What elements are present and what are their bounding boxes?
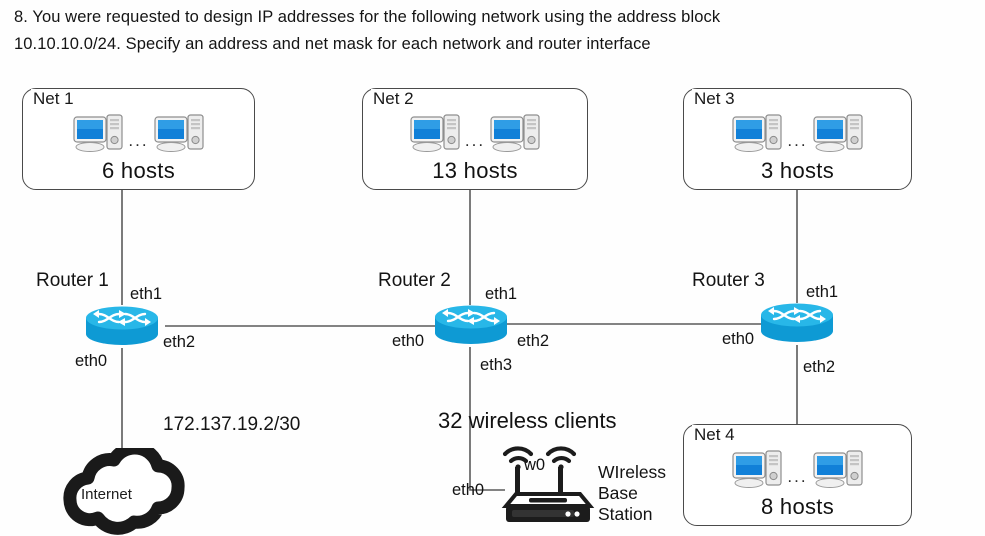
router1-eth2-label: eth2 — [163, 333, 196, 351]
net3-hosts-label: 3 hosts — [760, 158, 835, 183]
net3-host-icons: ... — [684, 109, 911, 161]
net4-hosts-label: 8 hosts — [760, 494, 835, 519]
wifi-router-glyph — [501, 446, 595, 522]
net4-label: Net 4 — [692, 425, 737, 445]
router1-eth0-label: eth0 — [75, 352, 108, 370]
net4-host-icons: ... — [684, 445, 911, 497]
computer-icon — [490, 114, 540, 152]
router3-eth1-label: eth1 — [806, 283, 839, 301]
question-line-2: 10.10.10.0/24. Specify an address and ne… — [14, 35, 651, 53]
computer-icon — [732, 114, 783, 152]
net2-host-icons: ... — [363, 109, 587, 161]
router2-icon[interactable] — [434, 304, 508, 344]
router2-name: Router 2 — [378, 270, 451, 291]
cloud-icon — [63, 441, 185, 535]
computer-icon — [732, 450, 783, 488]
router3-icon[interactable] — [760, 302, 834, 342]
net4-ellipsis: ... — [787, 467, 808, 486]
router1-icon[interactable] — [85, 305, 159, 345]
netbox-net3[interactable]: Net 3 ... — [683, 88, 912, 190]
computer-icon — [153, 114, 204, 152]
wireless-eth0-label: eth0 — [452, 481, 485, 499]
wbs-line-3: Station — [598, 504, 653, 524]
computer-icon — [410, 114, 460, 152]
net1-host-icons: ... — [23, 109, 254, 161]
router2-eth0-label: eth0 — [392, 332, 425, 350]
net1-ellipsis: ... — [128, 131, 149, 150]
router1-eth1-label: eth1 — [130, 285, 163, 303]
router-glyph — [435, 305, 507, 344]
net1-hosts-label: 6 hosts — [101, 158, 176, 183]
router2-eth3-label: eth3 — [480, 356, 513, 374]
internet-cloud[interactable]: Internet — [55, 441, 200, 536]
link-router2-wireless — [469, 347, 505, 491]
computer-icon — [73, 114, 124, 152]
router2-eth1-label: eth1 — [485, 285, 518, 303]
net2-ellipsis: ... — [464, 131, 486, 150]
question-line-1: 8. You were requested to design IP addre… — [14, 8, 721, 26]
router2-eth2-label: eth2 — [517, 332, 550, 350]
router-glyph — [86, 306, 158, 345]
router3-name: Router 3 — [692, 270, 765, 291]
wireless-base-station-icon[interactable] — [496, 434, 601, 530]
question-text: 8. You were requested to design IP addre… — [14, 4, 954, 58]
wbs-line-1: WIreless — [598, 462, 667, 482]
router3-eth0-label: eth0 — [722, 330, 755, 348]
internet-label: Internet — [81, 486, 132, 503]
net3-ellipsis: ... — [787, 131, 808, 150]
wireless-base-station-label: WIreless Base Station — [598, 462, 666, 525]
router3-eth2-label: eth2 — [803, 358, 836, 376]
net2-label: Net 2 — [371, 89, 416, 109]
computer-icon — [812, 114, 863, 152]
net3-label: Net 3 — [692, 89, 737, 109]
computer-icon — [812, 450, 863, 488]
net1-label: Net 1 — [31, 89, 76, 109]
internet-address-label: 172.137.19.2/30 — [163, 414, 301, 435]
wireless-clients-label: 32 wireless clients — [438, 408, 617, 433]
router1-name: Router 1 — [36, 270, 109, 291]
net2-hosts-label: 13 hosts — [432, 158, 518, 183]
netbox-net2[interactable]: Net 2 ... — [362, 88, 588, 190]
router-glyph — [761, 303, 833, 342]
netbox-net4[interactable]: Net 4 ... — [683, 424, 912, 526]
wbs-line-2: Base — [598, 483, 638, 503]
netbox-net1[interactable]: Net 1 ... — [22, 88, 255, 190]
wireless-w0-label: w0 — [524, 456, 546, 474]
